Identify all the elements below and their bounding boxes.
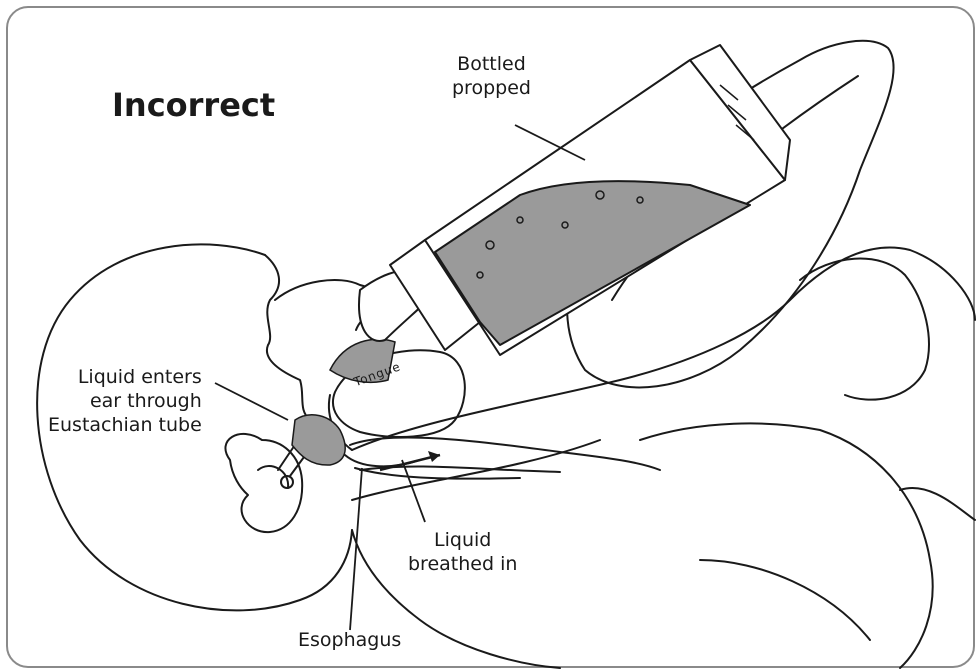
ear-label-line: Liquid enters xyxy=(48,365,202,389)
bottle-label: Bottled propped xyxy=(452,52,531,100)
ear xyxy=(225,434,302,532)
esophagus-leader xyxy=(350,468,362,630)
breathed-label-line: breathed in xyxy=(408,552,517,576)
page-title: Incorrect xyxy=(112,86,275,124)
ear-label-line: ear through xyxy=(48,389,202,413)
bottle xyxy=(359,45,790,355)
bottle-label-line: propped xyxy=(452,76,531,100)
infant-arm xyxy=(800,259,929,400)
pooled-liquid xyxy=(292,415,345,465)
ear-label: Liquid enters ear through Eustachian tub… xyxy=(48,365,202,437)
ear-label-line: Eustachian tube xyxy=(48,413,202,437)
breathed-label-line: Liquid xyxy=(408,528,517,552)
bottle-label-line: Bottled xyxy=(452,52,531,76)
face-profile xyxy=(265,255,310,420)
breathed-leader xyxy=(402,460,425,522)
ear-leader xyxy=(215,383,288,420)
esophagus-label: Esophagus xyxy=(298,628,401,652)
breathed-label: Liquid breathed in xyxy=(408,528,517,576)
